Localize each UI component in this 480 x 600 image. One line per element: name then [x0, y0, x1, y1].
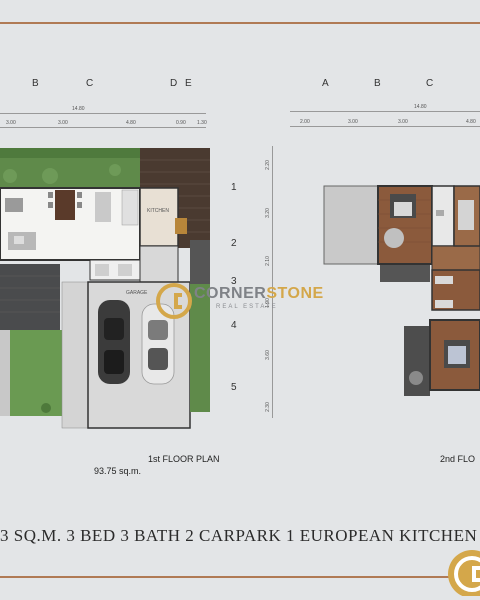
corner-logo-icon: [448, 550, 480, 596]
watermark-brand: CORNERSTONE: [194, 285, 324, 303]
right-total-dimension: 14.80: [414, 104, 427, 110]
grid-row-5: 5: [231, 382, 237, 393]
watermark-logo: CORNERSTONE REAL ESTATE: [156, 283, 336, 319]
right-sub-dimension-line: [290, 126, 480, 127]
sub-dimension-line: [0, 127, 206, 128]
grid-letter-a-right: A: [322, 78, 329, 89]
right-row-dim-2: 3.20: [264, 208, 271, 218]
right-row-dim-6: 2.30: [264, 402, 271, 412]
total-dimension-line: [0, 113, 206, 114]
grid-row-3: 3: [231, 276, 237, 287]
top-divider-line: [0, 22, 480, 24]
grid-row-1: 1: [231, 182, 237, 193]
right-dimension-2: 3.00: [348, 119, 358, 125]
property-summary-headline: 3 SQ.M. 3 BED 3 BATH 2 CARPARK 1 EUROPEA…: [0, 526, 478, 545]
grid-letter-e: E: [185, 78, 192, 89]
first-floor-area: 93.75 sq.m.: [94, 466, 142, 476]
dimension-5: 1.30: [197, 120, 207, 126]
watermark-brand-part1: CORNER: [194, 285, 267, 302]
dimension-3: 4.80: [126, 120, 136, 126]
grid-row-2: 2: [231, 238, 237, 249]
right-row-dim-5: 3.60: [264, 350, 271, 360]
cornerstone-emblem-icon: [156, 283, 192, 319]
grid-letter-d: D: [170, 78, 178, 89]
right-total-dimension-line: [290, 111, 480, 112]
dimension-4: 0.90: [176, 120, 186, 126]
kitchen-label: KITCHEN: [147, 208, 169, 214]
grid-letter-c: C: [86, 78, 94, 89]
dimension-1: 3.00: [6, 120, 16, 126]
right-dimension-1: 2.00: [300, 119, 310, 125]
garage-label: GARAGE: [126, 290, 148, 296]
first-floor-title: 1st FLOOR PLAN: [148, 454, 220, 464]
watermark-tagline: REAL ESTATE: [216, 304, 278, 310]
first-floor-plan-drawing: [0, 148, 210, 429]
right-row-dim-line: [272, 146, 273, 418]
grid-letter-b: B: [32, 78, 39, 89]
right-row-dim-1: 2.20: [264, 160, 271, 170]
total-dimension: 14.80: [72, 106, 85, 112]
grid-letter-c-right: C: [426, 78, 434, 89]
second-floor-title: 2nd FLO: [440, 454, 476, 464]
watermark-brand-part2: STONE: [266, 285, 324, 302]
right-dimension-3: 3.00: [398, 119, 408, 125]
grid-letter-b-right: B: [374, 78, 381, 89]
right-dimension-4: 4.80: [466, 119, 476, 125]
grid-row-4: 4: [231, 320, 237, 331]
second-floor-plan-drawing: [323, 185, 480, 396]
bottom-divider-line: [0, 576, 480, 578]
dimension-2: 3.00: [58, 120, 68, 126]
right-row-dim-3: 2.10: [264, 256, 271, 266]
